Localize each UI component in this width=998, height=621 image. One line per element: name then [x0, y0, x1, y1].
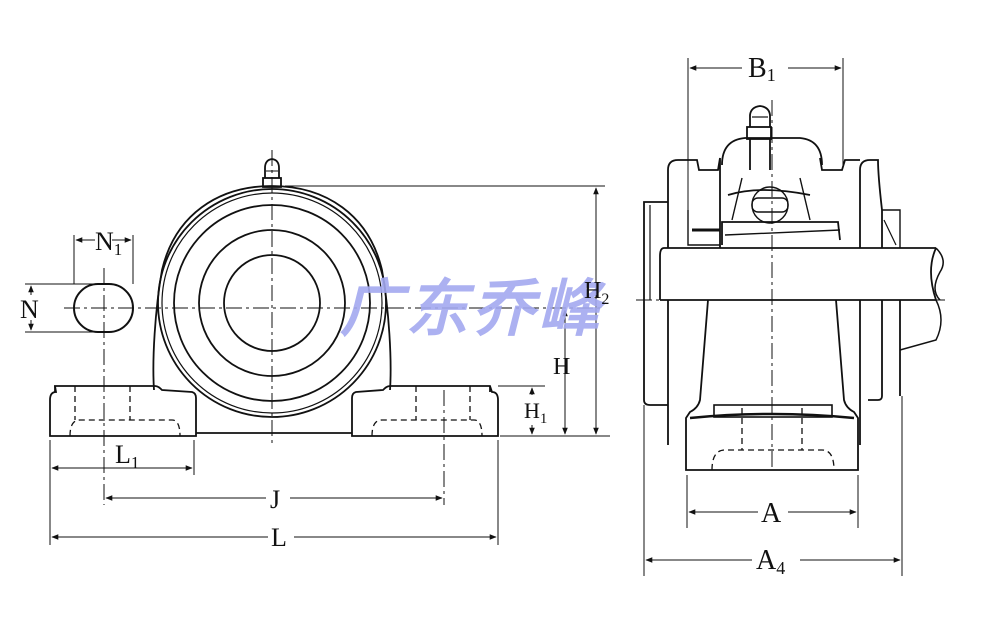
- shaft: [659, 247, 936, 301]
- left-foot: [49, 385, 197, 437]
- side-dimensions: [643, 58, 903, 576]
- label-L: L: [271, 523, 287, 552]
- label-J: J: [270, 485, 280, 514]
- label-H: H: [553, 354, 570, 380]
- label-A: A: [761, 498, 782, 529]
- label-N1: N1: [95, 227, 122, 259]
- front-dimensions: [25, 185, 610, 545]
- right-foot: [351, 385, 499, 437]
- label-H2: H2: [584, 278, 609, 308]
- dimension-labels: N1 N H2 H H1 L1 J L B1 A A4: [20, 53, 785, 578]
- side-housing-top: [667, 157, 721, 248]
- watermark: 广东乔峰: [340, 272, 607, 345]
- side-centerlines: [636, 100, 945, 470]
- label-L1: L1: [115, 440, 139, 472]
- label-A4: A4: [756, 545, 785, 578]
- label-B1: B1: [748, 53, 776, 85]
- side-view: [643, 105, 944, 471]
- label-H1: H1: [524, 398, 547, 427]
- label-N: N: [20, 295, 39, 324]
- grease-nipple-side: [746, 105, 772, 170]
